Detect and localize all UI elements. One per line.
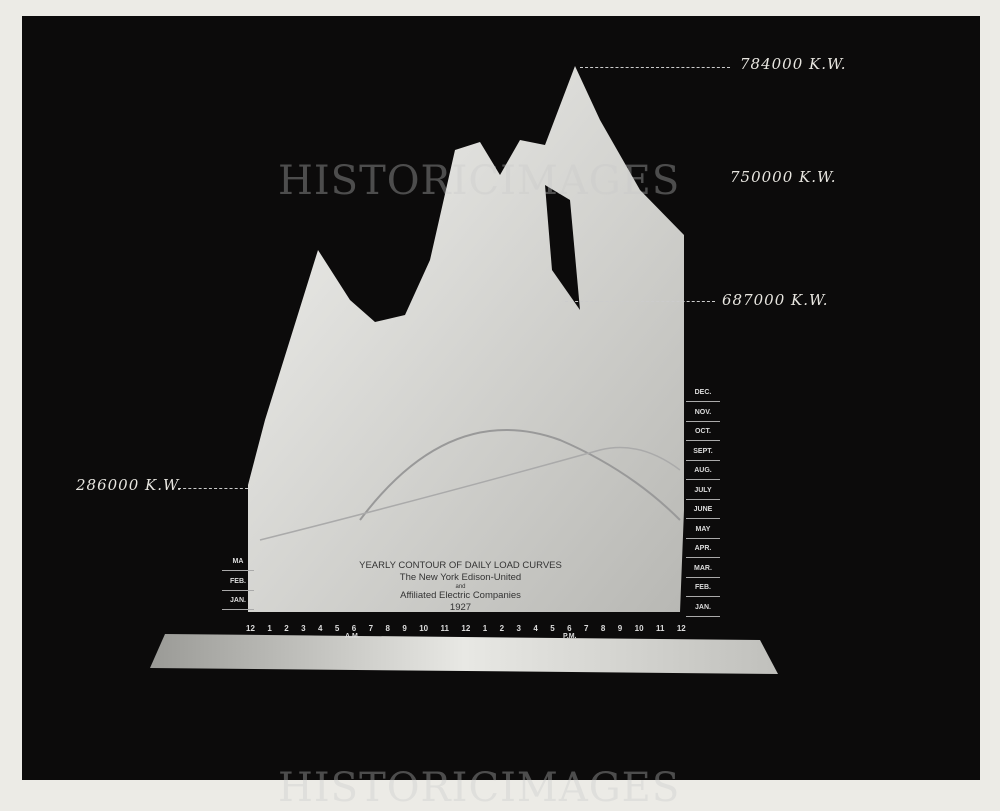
hour-label: 10: [634, 624, 644, 633]
month-label: MAR.: [686, 560, 720, 578]
hour-label: 6: [351, 624, 357, 633]
month-label: DEC.: [686, 384, 720, 402]
hour-label: 4: [533, 624, 538, 633]
hour-label: 8: [600, 624, 606, 633]
hour-label: 11: [440, 624, 449, 633]
month-label: FEB.: [686, 579, 720, 597]
hour-label: 7: [584, 624, 589, 633]
hour-label: 12: [246, 624, 255, 633]
model-base: [150, 634, 778, 674]
hour-label: 1: [267, 624, 272, 633]
hour-label: 8: [385, 624, 390, 633]
plaque-and: and: [455, 584, 466, 590]
peak-label: 784000 K.W.: [740, 55, 847, 73]
month-label: OCT.: [686, 423, 720, 441]
title-plaque: YEARLY CONTOUR OF DAILY LOAD CURVES The …: [318, 560, 603, 613]
month-label: MAY: [686, 521, 720, 539]
second-label: 750000 K.W.: [730, 168, 837, 186]
hour-label: 3: [301, 624, 306, 633]
month-label: JULY: [686, 482, 720, 500]
month-label: SEPT.: [686, 443, 720, 461]
hour-label: 9: [402, 624, 407, 633]
hour-label: 12: [461, 624, 471, 633]
am-label: A.M.: [345, 633, 360, 640]
plaque-year: 1927: [449, 602, 472, 613]
month-label: JUNE: [686, 501, 720, 519]
plaque-company: The New York Edison-United: [399, 572, 522, 583]
hour-label: 5: [334, 624, 340, 633]
third-leader: [565, 301, 715, 302]
month-label: NOV.: [686, 404, 720, 422]
hour-label: 1: [482, 624, 488, 633]
hour-label: 6: [567, 624, 572, 633]
hour-label: 9: [617, 624, 623, 633]
hour-label: 3: [516, 624, 521, 633]
hour-label: 12: [676, 624, 686, 633]
hour-label: 5: [550, 624, 555, 633]
plaque-affiliated: Affiliated Electric Companies: [400, 590, 521, 601]
watermark-bottom: HISTORICIMAGES: [278, 765, 681, 811]
low-leader: [178, 488, 248, 489]
hour-label: 10: [419, 624, 429, 633]
model-surface: [248, 66, 684, 612]
month-label: MA: [222, 553, 254, 571]
hour-label: 4: [317, 624, 323, 633]
month-label: AUG.: [686, 462, 720, 480]
peak-leader: [580, 67, 730, 68]
month-label: FEB.: [222, 573, 254, 591]
plaque-title: YEARLY CONTOUR OF DAILY LOAD CURVES: [359, 560, 562, 571]
pm-label: P.M.: [563, 633, 577, 640]
low-label: 286000 K.W.: [76, 476, 183, 494]
month-label: JAN.: [686, 599, 720, 617]
third-label: 687000 K.W.: [722, 291, 829, 309]
hour-label: 2: [284, 624, 289, 633]
month-label: JAN.: [222, 592, 254, 610]
watermark: HISTORICIMAGES: [278, 158, 681, 204]
hour-label: 11: [655, 624, 665, 633]
month-label: APR.: [686, 540, 720, 558]
hour-label: 7: [368, 624, 374, 633]
hour-label: 2: [499, 624, 505, 633]
